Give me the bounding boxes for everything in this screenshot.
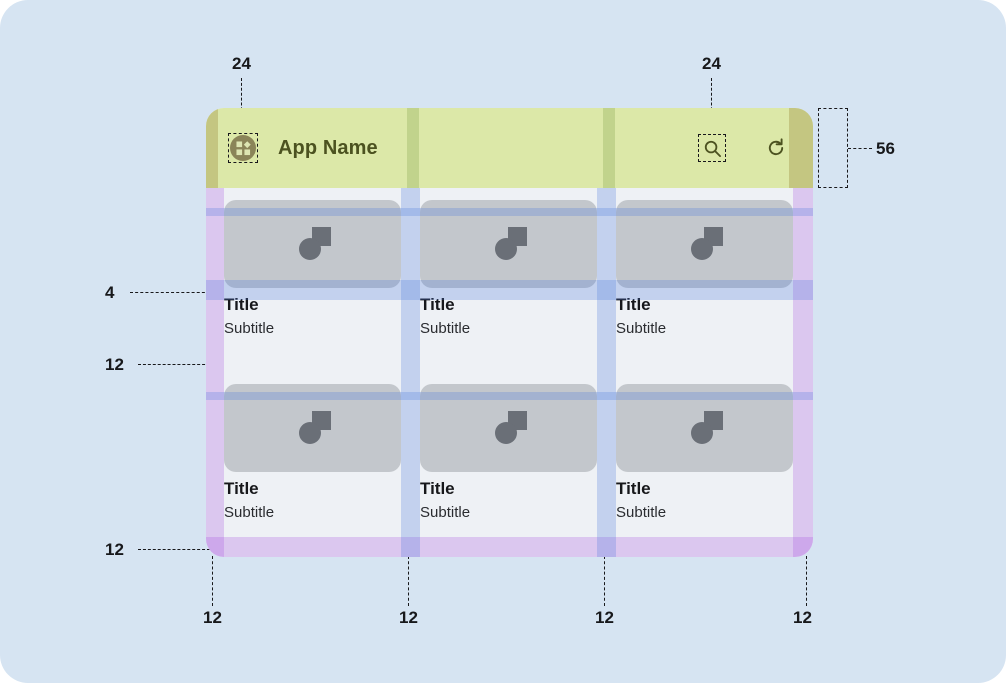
annotation-appbar-height: 56: [876, 139, 895, 158]
annotation-column-1: 12: [203, 608, 222, 627]
card-text: Title Subtitle: [420, 472, 597, 524]
card-subtitle: Subtitle: [616, 320, 667, 337]
card[interactable]: Title Subtitle: [420, 384, 597, 524]
annotation-card-text-gap: 4: [105, 283, 115, 302]
card-media: [224, 200, 401, 288]
annotation-row-gap: 12: [105, 355, 124, 374]
card-media: [616, 384, 793, 472]
content-grid: Title Subtitle Title Subtitle: [206, 188, 813, 557]
image-placeholder-icon: [690, 411, 723, 444]
app-logo-spec-box: [228, 133, 258, 163]
app-title: App Name: [278, 137, 378, 159]
device-frame: Title Subtitle Title Subtitle: [206, 108, 813, 557]
image-placeholder-icon: [298, 411, 331, 444]
annotation-column-3: 12: [595, 608, 614, 627]
card-title: Title: [420, 295, 455, 314]
leader-line-column-4: [806, 556, 807, 606]
annotation-appbar-icon-left: 24: [232, 54, 251, 73]
annotation-appbar-icon-right: 24: [702, 54, 721, 73]
card-text: Title Subtitle: [420, 288, 597, 340]
card-title: Title: [224, 295, 259, 314]
leader-line-card-text-gap: [130, 292, 210, 293]
annotation-column-2: 12: [399, 608, 418, 627]
bracket-appbar-height: [818, 108, 848, 188]
search-button[interactable]: [698, 134, 726, 162]
card-media: [420, 384, 597, 472]
card[interactable]: Title Subtitle: [616, 384, 793, 524]
card-media: [224, 384, 401, 472]
refresh-button[interactable]: [762, 134, 790, 162]
image-placeholder-icon: [494, 411, 527, 444]
leader-line-column-1: [212, 556, 213, 606]
card-media: [420, 200, 597, 288]
card-text: Title Subtitle: [616, 288, 793, 340]
image-placeholder-icon: [298, 227, 331, 260]
leader-line-appbar-icon-left: [241, 78, 242, 130]
image-placeholder-icon: [494, 227, 527, 260]
search-icon: [704, 140, 721, 157]
card-text: Title Subtitle: [616, 472, 793, 524]
annotation-bottom-margin: 12: [105, 540, 124, 559]
card-subtitle: Subtitle: [420, 504, 471, 521]
card-subtitle: Subtitle: [224, 504, 275, 521]
leader-line-appbar-icon-right: [711, 78, 712, 130]
card[interactable]: Title Subtitle: [224, 384, 401, 524]
annotation-column-4: 12: [793, 608, 812, 627]
card-title: Title: [616, 295, 651, 314]
card-subtitle: Subtitle: [420, 320, 471, 337]
card-title: Title: [224, 479, 259, 498]
card-title: Title: [420, 479, 455, 498]
refresh-icon: [768, 138, 784, 156]
leader-line-bottom-margin: [138, 549, 210, 550]
leader-line-appbar-height: [848, 148, 872, 149]
card-subtitle: Subtitle: [616, 504, 667, 521]
app-logo-grid-icon: [235, 140, 251, 155]
image-placeholder-icon: [690, 227, 723, 260]
card[interactable]: Title Subtitle: [224, 200, 401, 340]
card-title: Title: [616, 479, 651, 498]
leader-line-column-3: [604, 556, 605, 606]
leader-line-column-2: [408, 556, 409, 606]
card-text: Title Subtitle: [224, 288, 401, 340]
leader-line-row-gap: [138, 364, 210, 365]
app-logo[interactable]: [230, 135, 256, 161]
card[interactable]: Title Subtitle: [420, 200, 597, 340]
card-subtitle: Subtitle: [224, 320, 275, 337]
card[interactable]: Title Subtitle: [616, 200, 793, 340]
app-bar: [206, 108, 813, 188]
app-bar-content: App Name: [206, 108, 813, 188]
card-media: [616, 200, 793, 288]
card-text: Title Subtitle: [224, 472, 401, 524]
